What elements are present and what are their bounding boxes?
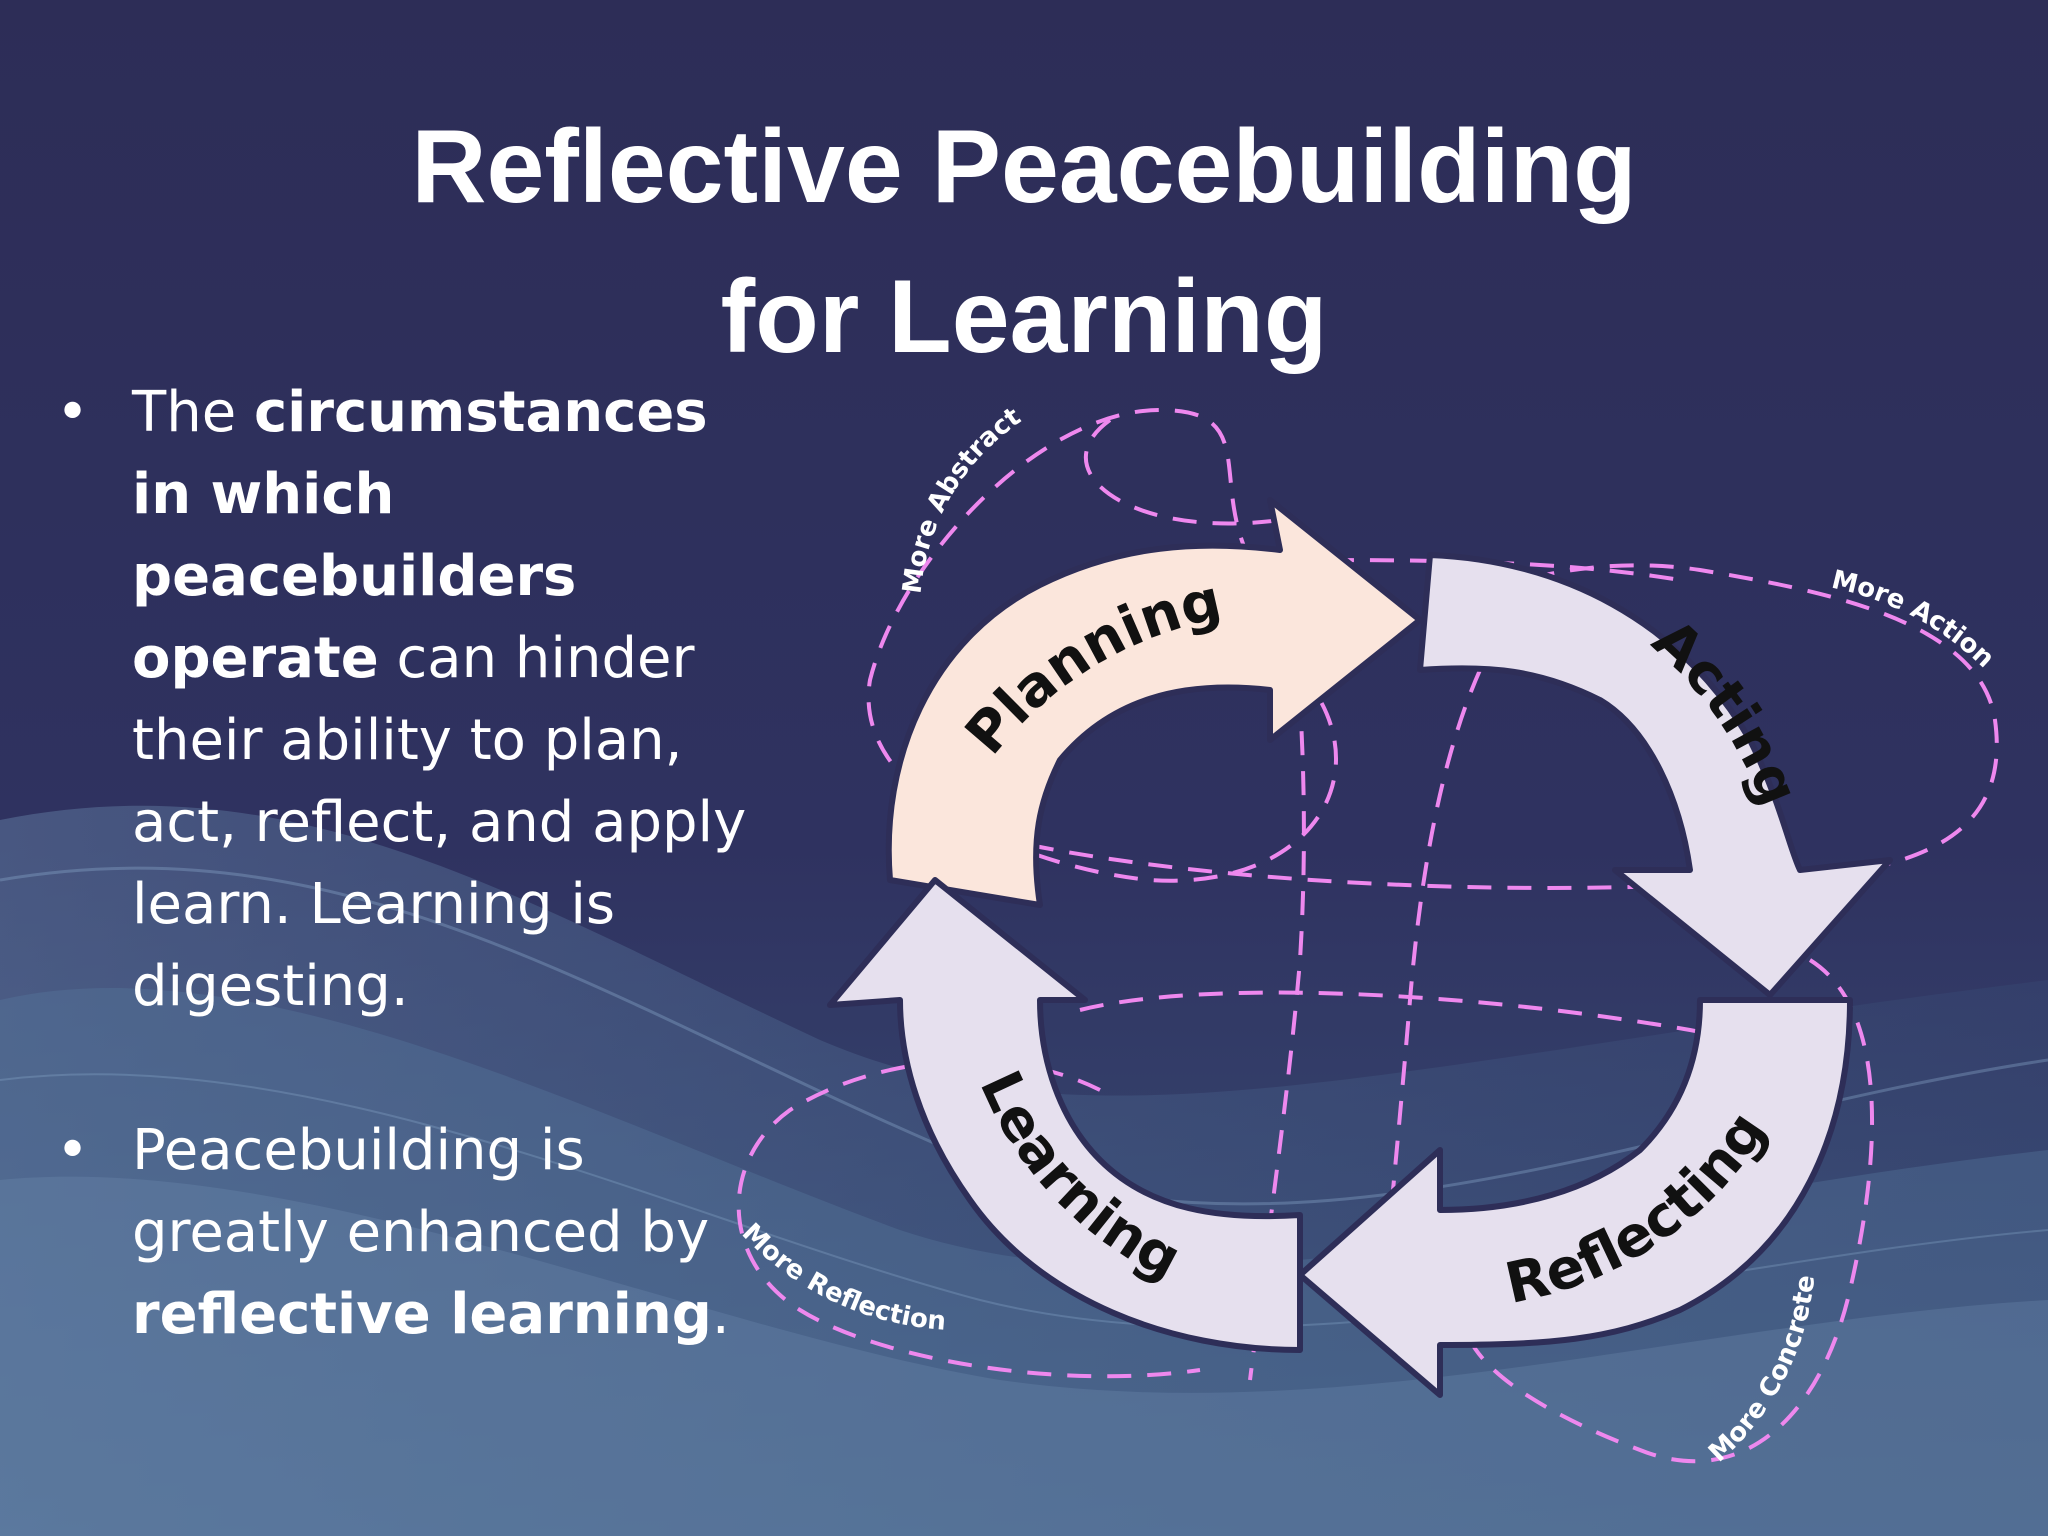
- dashed-loop-vertical-left: [1084, 418, 1306, 1381]
- dashed-loop-horizontal-mid: [1079, 990, 1828, 1132]
- bullet-bold-text: circumstances in which peacebuilders ope…: [132, 380, 708, 691]
- axis-label-more-action: More Action: [1829, 565, 2000, 674]
- arrow-planning: [885, 497, 1423, 908]
- bullet-text: The: [132, 380, 254, 445]
- bullet-bold-text: reflective learning: [132, 1282, 712, 1347]
- bullet-item: The circumstances in which peacebuilders…: [56, 372, 756, 1028]
- dashed-loop-abstract: [866, 407, 1338, 883]
- bullet-text: Peacebuilding is greatly enhanced by: [132, 1118, 710, 1265]
- dashed-loop-horizontal-top: [1029, 563, 1999, 890]
- dashed-loop-concrete: [1468, 958, 1874, 1464]
- title-line: Reflective Peacebuilding: [411, 109, 1637, 225]
- axis-label-more-abstract: More Abstract: [897, 402, 1026, 595]
- arrow-reflecting: [1297, 997, 1853, 1398]
- slide-title: Reflective Peacebuilding for Learning: [0, 92, 2048, 392]
- bullet-list: The circumstances in which peacebuilders…: [56, 372, 756, 1356]
- bullet-item: Peacebuilding is greatly enhanced by ref…: [56, 1110, 756, 1356]
- axis-label-more-reflection: More Reflection: [736, 1218, 947, 1337]
- arrow-acting: [1417, 552, 1893, 998]
- arrow-learning: [827, 877, 1303, 1353]
- cycle-arrows: [827, 497, 1893, 1398]
- bullet-text: can hinder their ability to plan, act, r…: [132, 626, 747, 1019]
- bullet-text: .: [711, 1282, 730, 1347]
- title-line: for Learning: [720, 259, 1328, 375]
